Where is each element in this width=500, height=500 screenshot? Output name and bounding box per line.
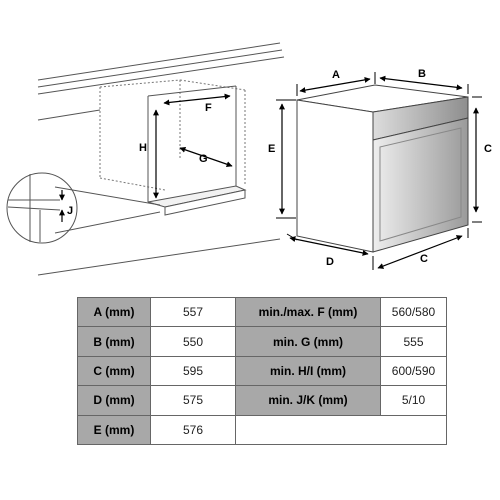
label-H: H [139,142,147,154]
dimension-value: 557 [150,296,236,328]
label-E: E [268,143,275,155]
table-row: E (mm) 576 [77,414,447,446]
label-J: J [67,205,73,217]
dimension-label: A (mm) [77,296,151,328]
table-row: D (mm) 575 min. J/K (mm) 5/10 [77,385,447,416]
dimension-value: 5/10 [380,385,447,416]
dimension-label: min. G (mm) [235,326,381,357]
label-G: G [199,153,208,165]
dimension-value: 600/590 [380,355,447,387]
label-F: F [205,102,212,114]
label-C-right: C [484,143,492,155]
dimension-value: 550 [150,326,236,357]
table-row: A (mm) 557 min./max. F (mm) 560/580 [77,296,447,328]
label-D: D [326,256,334,268]
label-B: B [418,68,426,80]
label-A: A [332,69,340,81]
label-C-bottom: C [420,253,428,265]
oven-illustration [296,84,469,253]
installation-diagram: F H G J [6,42,492,276]
table-row: C (mm) 595 min. H/I (mm) 600/590 [77,355,447,387]
dimension-value: 576 [150,414,236,446]
dimensions-table: A (mm) 557 min./max. F (mm) 560/580 B (m… [77,296,447,446]
dimension-value: 595 [150,355,236,387]
empty-cell [235,414,447,446]
dimension-label: min. J/K (mm) [235,385,381,416]
table-row: B (mm) 550 min. G (mm) 555 [77,326,447,357]
cabinet-niche [37,42,285,276]
dimension-label: min./max. F (mm) [235,296,381,328]
extension-lines [276,72,482,270]
dimension-label: B (mm) [77,326,151,357]
dimension-value: 560/580 [380,296,447,328]
niche-dimensions [153,93,233,199]
dimension-label: E (mm) [77,414,151,446]
dimension-label: D (mm) [77,385,151,416]
detail-magnifier [6,172,161,244]
dimension-value: 555 [380,326,447,357]
dimension-value: 575 [150,385,236,416]
oven-dimensions [279,75,479,269]
dimension-label: min. H/I (mm) [235,355,381,387]
dimension-label: C (mm) [77,355,151,387]
